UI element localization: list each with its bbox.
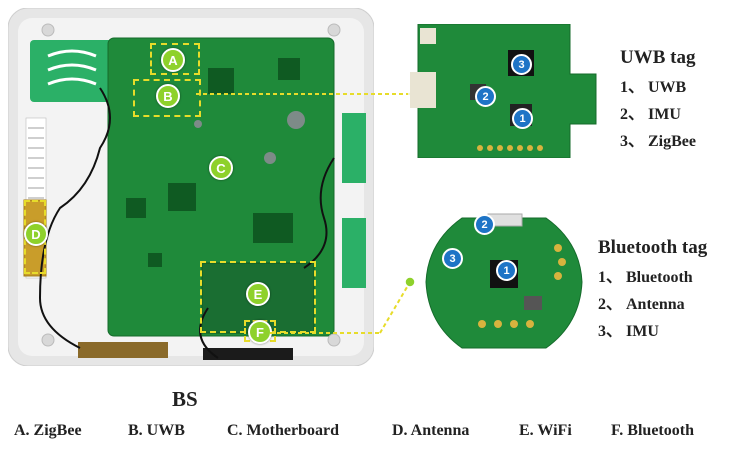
base-station-photo: A B C D E F	[7, 7, 375, 367]
bluetooth-tag-item: 3、 IMU	[598, 323, 659, 340]
uwb-tag-list: 1、 UWB 2、 IMU 3、 ZigBee	[620, 74, 696, 155]
badge-bluetooth: F	[248, 320, 272, 344]
bt-marker-antenna: 2	[474, 214, 495, 235]
badge-motherboard: C	[209, 156, 233, 180]
badge-wifi: E	[246, 282, 270, 306]
uwb-tag-photo: 1 2 3	[410, 23, 606, 159]
bluetooth-tag-photo: 1 2 3	[422, 212, 586, 354]
badge-uwb: B	[156, 84, 180, 108]
badge-antenna: D	[24, 222, 48, 246]
bluetooth-tag-item: 2、 Antenna	[598, 296, 685, 313]
bluetooth-tag-board	[425, 213, 583, 349]
uwb-tag-item: 1、 UWB	[620, 79, 687, 96]
uwb-marker-imu: 2	[475, 86, 496, 107]
bluetooth-tag-list: 1、 Bluetooth 2、 Antenna 3、 IMU	[598, 264, 693, 345]
bt-marker-bluetooth: 1	[496, 260, 517, 281]
uwb-tag-title: UWB tag	[620, 47, 696, 68]
caption-bluetooth: F. Bluetooth	[611, 422, 694, 439]
badge-zigbee: A	[161, 48, 185, 72]
caption-antenna: D. Antenna	[392, 422, 470, 439]
bluetooth-tag-title: Bluetooth tag	[598, 237, 708, 258]
caption-uwb: B. UWB	[128, 422, 185, 439]
bs-title: BS	[172, 387, 198, 411]
caption-wifi: E. WiFi	[519, 422, 572, 439]
uwb-tag-item: 3、 ZigBee	[620, 133, 696, 150]
uwb-marker-zigbee: 3	[511, 54, 532, 75]
uwb-tag-board	[410, 23, 597, 159]
zigbee-highlight	[150, 43, 200, 75]
uwb-marker-uwb: 1	[512, 108, 533, 129]
base-station-illustration	[7, 7, 375, 367]
bt-marker-imu: 3	[442, 248, 463, 269]
bluetooth-tag-item: 1、 Bluetooth	[598, 269, 693, 286]
uwb-highlight	[133, 79, 201, 117]
uwb-tag-item: 2、 IMU	[620, 106, 681, 123]
caption-motherboard: C. Motherboard	[227, 422, 339, 439]
caption-zigbee: A. ZigBee	[14, 422, 82, 439]
